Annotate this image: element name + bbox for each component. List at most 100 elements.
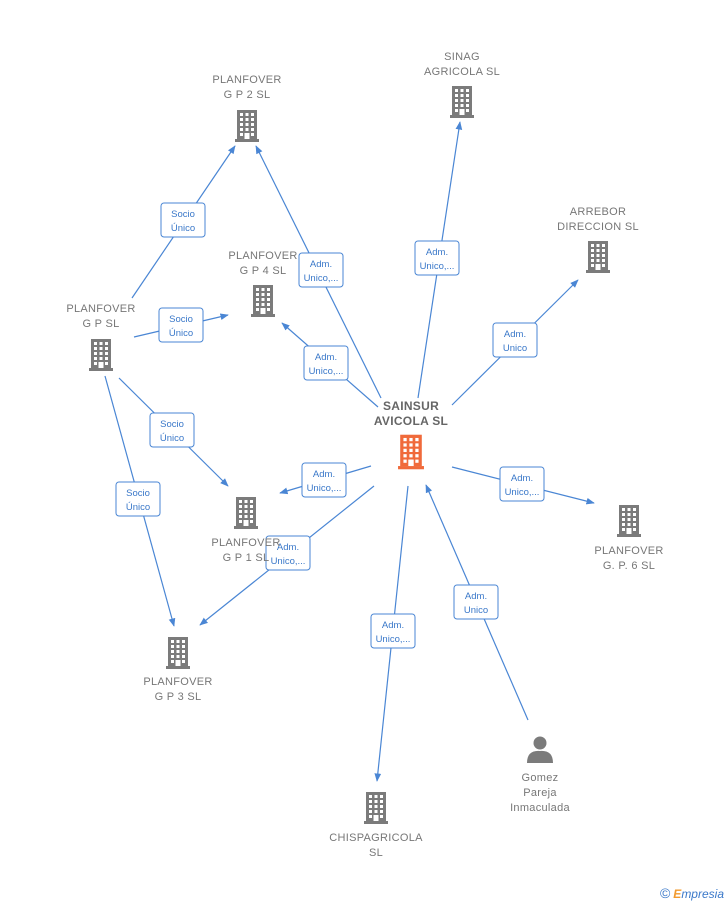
node-label: DIRECCION SL (557, 221, 639, 233)
edge-label-text: Adm. (313, 469, 335, 480)
node-label: Inmaculada (510, 802, 570, 814)
edge-label-sainsur-to-arrebor[interactable]: Adm. Unico (492, 322, 538, 358)
edge-label-text: Unico,... (271, 556, 306, 567)
edge-label-text: Unico,... (420, 261, 455, 272)
edge-label-text: Socio (171, 209, 195, 220)
node-label: PLANFOVER (228, 250, 297, 262)
edge-label-text: Adm. (504, 329, 526, 340)
node-label: G. P. 6 SL (603, 560, 655, 572)
node-label: G P 4 SL (240, 265, 287, 277)
edge-label-text: Adm. (315, 352, 337, 363)
node-label: AGRICOLA SL (424, 66, 500, 78)
edge-label-sainsur-to-gp1[interactable]: Adm. Unico,... (301, 462, 347, 498)
node-gpsl[interactable]: PLANFOVER G P SL (66, 303, 135, 371)
node-arrebor[interactable]: ARREBOR DIRECCION SL (557, 206, 639, 273)
building-icon[interactable] (251, 285, 275, 317)
edge-label-box[interactable] (370, 613, 416, 649)
edge-label-box[interactable] (492, 322, 538, 358)
edge-label-sainsur-to-chispa[interactable]: Adm.Unico,... (370, 613, 416, 649)
edge-label-box[interactable] (499, 466, 545, 502)
building-icon[interactable] (235, 110, 259, 142)
node-label: SAINSUR (383, 399, 439, 413)
node-label: SL (369, 847, 383, 859)
node-label: PLANFOVER (66, 303, 135, 315)
person-icon[interactable] (527, 736, 553, 764)
node-chispa[interactable]: CHISPAGRICOLA SL (329, 792, 423, 859)
edge-label-box[interactable] (158, 307, 204, 343)
edge-label-sainsur-to-gp6[interactable]: Adm. Unico,... (499, 466, 545, 502)
node-label: CHISPAGRICOLA (329, 832, 423, 844)
edge-label-box[interactable] (453, 584, 499, 620)
edge-label-box[interactable] (265, 535, 311, 571)
node-label: SINAG (444, 51, 480, 63)
edge-label-text: Unico (503, 343, 527, 354)
edge-label-text: Adm. (465, 591, 487, 602)
node-label: Gomez (522, 772, 559, 784)
node-gp6[interactable]: PLANFOVER G. P. 6 SL (594, 505, 663, 572)
edge-label-text: Adm. (511, 473, 533, 484)
edge-label-text: Adm. (382, 620, 404, 631)
edge-label-text: Único (126, 502, 150, 513)
edge-label-text: Unico,... (307, 483, 342, 494)
edge-label-gomez-to-sainsur[interactable]: Adm. Unico (453, 584, 499, 620)
edge-labels-layer: SocioÚnicoSocioÚnicoSocioÚnicoSocioÚnico… (115, 202, 545, 649)
node-label: PLANFOVER (594, 545, 663, 557)
edge-label-text: Único (171, 223, 195, 234)
building-icon[interactable] (450, 86, 474, 118)
node-sinag[interactable]: SINAG AGRICOLA SL (424, 51, 500, 118)
node-gp2[interactable]: PLANFOVER G P 2 SL (212, 74, 281, 142)
edge-label-box[interactable] (301, 462, 347, 498)
copyright-icon: © (659, 885, 671, 901)
node-label: AVICOLA SL (374, 414, 448, 428)
building-icon[interactable] (617, 505, 641, 537)
node-label: PLANFOVER (212, 74, 281, 86)
edge-label-text: Único (160, 433, 184, 444)
edge-label-sainsur-to-gp4[interactable]: Adm. Unico,... (303, 345, 349, 381)
edge-label-box[interactable] (149, 412, 195, 448)
edge-label-sainsur-to-sinag[interactable]: Adm. Unico,... (414, 240, 460, 276)
brand-footer[interactable]: ©Empresia (660, 885, 724, 901)
node-label: PLANFOVER (211, 537, 280, 549)
edge-label-box[interactable] (298, 252, 344, 288)
building-icon[interactable] (89, 339, 113, 371)
node-label: G P 2 SL (224, 89, 271, 101)
building-icon[interactable] (234, 497, 258, 529)
building-icon[interactable] (398, 434, 424, 470)
building-icon[interactable] (166, 637, 190, 669)
edge-label-text: Unico (464, 605, 488, 616)
edge-label-box[interactable] (414, 240, 460, 276)
building-icon[interactable] (586, 241, 610, 273)
building-icon[interactable] (364, 792, 388, 824)
edge-label-box[interactable] (303, 345, 349, 381)
edge-label-text: Adm. (310, 259, 332, 270)
edge-label-text: Adm. (277, 542, 299, 553)
edge-label-text: Único (169, 328, 193, 339)
brand-name: mpresia (681, 887, 724, 901)
node-label: PLANFOVER (143, 676, 212, 688)
node-gp4[interactable]: PLANFOVER G P 4 SL (228, 250, 297, 317)
node-label: G P 3 SL (155, 691, 202, 703)
edge-label-sainsur-to-gp2[interactable]: Adm. Unico,... (298, 252, 344, 288)
node-gp1[interactable]: PLANFOVER G P 1 SL (211, 497, 280, 564)
node-label: G P SL (82, 318, 119, 330)
edge-label-text: Unico,... (505, 487, 540, 498)
node-gp3[interactable]: PLANFOVER G P 3 SL (143, 637, 212, 703)
edge-label-text: Unico,... (304, 273, 339, 284)
edge-label-text: Adm. (426, 247, 448, 258)
edge-label-text: Unico,... (309, 366, 344, 377)
edge-label-sainsur-to-gp3[interactable]: Adm. Unico,... (265, 535, 311, 571)
node-label: G P 1 SL (223, 552, 270, 564)
edge-label-text: Socio (126, 488, 150, 499)
edge-label-box[interactable] (115, 481, 161, 517)
edge-label-text: Socio (169, 314, 193, 325)
edge-label-box[interactable] (160, 202, 206, 238)
node-label: ARREBOR (570, 206, 627, 218)
